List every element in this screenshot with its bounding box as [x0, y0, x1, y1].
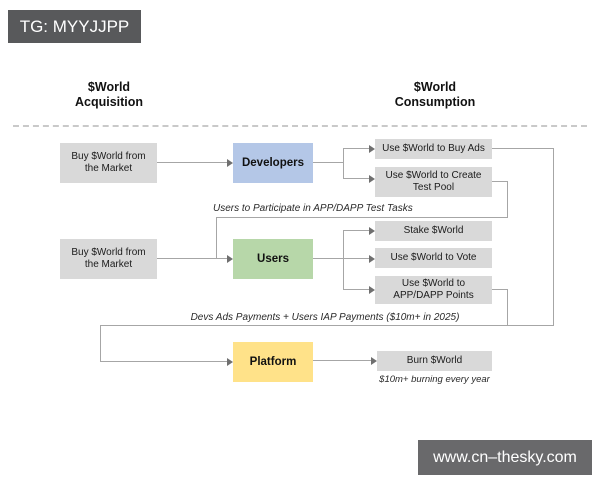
arrow-into-users-icon: [227, 255, 233, 263]
annotation-burning: $10m+ burning every year: [379, 374, 490, 385]
line-to-test-pool: [343, 178, 369, 179]
annotation-test-tasks: Users to Participate in APP/DAPP Test Ta…: [213, 203, 413, 214]
line-payments-collector: [100, 325, 554, 326]
arrow-into-platform-icon: [227, 358, 233, 366]
line-to-platform: [100, 361, 227, 362]
annotation-payments: Devs Ads Payments + Users IAP Payments (…: [190, 312, 460, 323]
line-developers-split: [343, 148, 344, 179]
line-users-out: [313, 258, 343, 259]
arrow-into-points-icon: [369, 286, 375, 294]
node-buy-market-2: Buy $World from the Market: [60, 239, 157, 279]
line-developers-out: [313, 162, 343, 163]
column-header-consumption: $World Consumption: [394, 80, 476, 109]
arrow-into-burn-icon: [371, 357, 377, 365]
node-use-buy-ads: Use $World to Buy Ads: [375, 139, 492, 159]
line-users-split: [343, 230, 344, 290]
node-stake: Stake $World: [375, 221, 492, 241]
arrow-into-buy-ads-icon: [369, 145, 375, 153]
line-to-vote: [343, 258, 369, 259]
node-create-test-pool: Use $World to Create Test Pool: [375, 167, 492, 197]
line-platform-to-burn: [313, 360, 371, 361]
node-developers: Developers: [233, 143, 313, 183]
line-buy-ads-drop: [553, 148, 554, 326]
node-burn: Burn $World: [377, 351, 492, 371]
node-users: Users: [233, 239, 313, 279]
line-collector-drop: [100, 325, 101, 362]
telegram-badge: TG: MYYJJPP: [8, 10, 141, 43]
line-points-drop: [507, 289, 508, 326]
line-test-tasks-return: [216, 217, 508, 218]
line-to-buy-ads: [343, 148, 369, 149]
line-buy-ads-out: [492, 148, 553, 149]
arrow-into-developers-icon: [227, 159, 233, 167]
arrow-into-stake-icon: [369, 227, 375, 235]
column-header-acquisition: $World Acquisition: [74, 80, 144, 109]
line-points-out: [492, 289, 508, 290]
arrow-into-test-pool-icon: [369, 175, 375, 183]
node-platform: Platform: [233, 342, 313, 382]
node-buy-market-1: Buy $World from the Market: [60, 143, 157, 183]
node-vote: Use $World to Vote: [375, 248, 492, 268]
watermark-site-label: www.cn–thesky.com: [418, 440, 592, 475]
arrow-into-vote-icon: [369, 255, 375, 263]
line-to-stake: [343, 230, 369, 231]
line-buy1-to-developers: [157, 162, 227, 163]
node-app-dapp-points: Use $World to APP/DAPP Points: [375, 276, 492, 304]
line-buy2-to-users: [157, 258, 227, 259]
divider-dashed-line: [13, 125, 587, 127]
line-test-tasks-drop: [216, 217, 217, 259]
line-to-points: [343, 289, 369, 290]
line-test-pool-out: [492, 181, 508, 182]
line-test-pool-drop: [507, 181, 508, 218]
